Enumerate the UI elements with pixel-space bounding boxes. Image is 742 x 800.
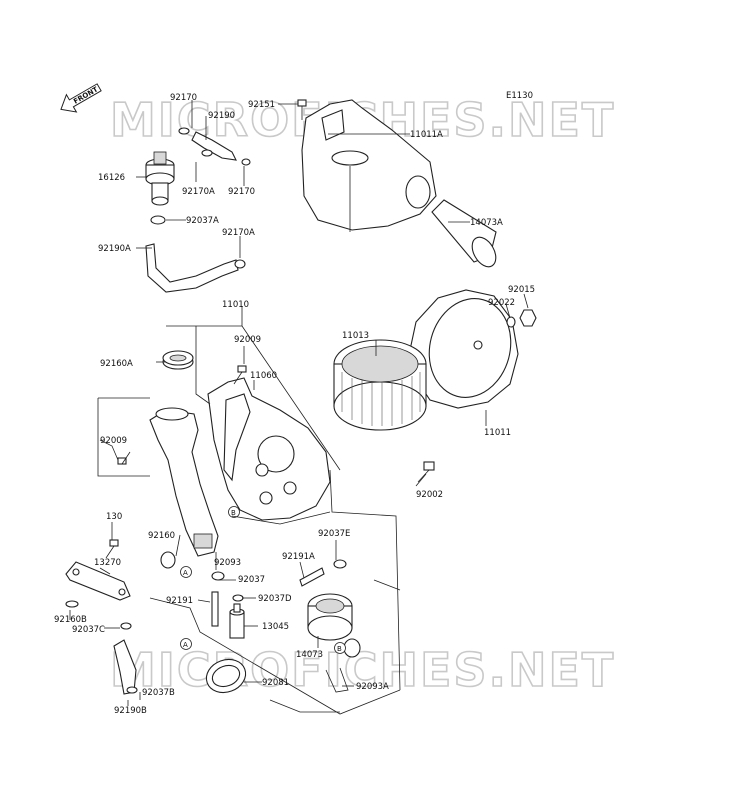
cover-11011 [409,289,519,409]
label-92037C: 92037C [72,625,105,635]
hose-92190A [145,243,246,293]
grommet-92160A [162,350,194,370]
bolt-92002 [417,461,435,483]
label-92093: 92093 [214,558,241,568]
bracket-13270 [65,561,131,601]
callout-a-2: A [180,638,192,650]
label-11011A: 11011A [410,130,443,140]
intake-tube-14073A [431,199,497,268]
seal-ring [343,638,361,658]
bolt-92151 [297,99,307,120]
label-14073A: 14073A [470,218,503,228]
svg-text:B: B [337,645,342,653]
label-14073: 14073 [296,650,323,660]
svg-text:B: B [231,509,236,517]
diagram-ref-code: E1130 [506,91,533,101]
label-92190A: 92190A [98,244,131,254]
label-92022: 92022 [488,298,515,308]
label-92191A: 92191A [282,552,315,562]
label-92093A: 92093A [356,682,389,692]
leader-lines [69,100,529,715]
clamp-92037 [211,571,225,581]
bolt-92009-upper [233,365,247,385]
tube-92191A [299,567,325,587]
clamp-92037E [333,559,347,569]
label-92037E: 92037E [318,529,350,539]
label-13045: 13045 [262,622,289,632]
label-13270: 13270 [94,558,121,568]
label-11010: 11010 [222,300,249,310]
callout-b-2: B [334,642,346,654]
label-92037B: 92037B [142,688,175,698]
breather-valve-16126 [145,151,175,206]
label-92015: 92015 [508,285,535,295]
svg-text:A: A [183,641,188,649]
grommet-92160 [160,551,176,569]
tube-92191 [211,591,219,627]
label-16126: 16126 [98,173,125,183]
callout-a-1: A [180,566,192,578]
breather-body [149,407,219,557]
label-92190B: 92190B [114,706,147,716]
label-92037A: 92037A [186,216,219,226]
bolt-130 [105,539,119,559]
bolt-92009-lower [117,451,131,465]
label-130: 130 [106,512,122,522]
label-92191: 92191 [166,596,193,606]
filter-element-11013 [333,339,427,431]
hose-92190 [191,131,237,161]
watermark-bottom: MICROFICHES.NET [110,643,615,697]
label-92170A-b: 92170A [222,228,255,238]
nut-92015 [519,309,537,327]
label-92081: 92081 [262,678,289,688]
washer-92022 [506,316,516,328]
label-11011: 11011 [484,428,511,438]
hose-92190B [113,622,138,695]
svg-text:A: A [183,569,188,577]
cover-11011A [301,99,437,232]
label-11013: 11013 [342,331,369,341]
clip-92093A [325,667,349,693]
oring-92081 [205,658,247,694]
front-label: FRONT [72,85,99,105]
tube-14073 [307,593,353,641]
drain-cap-13045 [229,603,245,639]
label-92190: 92190 [208,111,235,121]
callout-b-1: B [228,506,240,518]
front-arrow-icon: FRONT [60,83,102,113]
clamp-92170 [178,127,251,166]
label-92170A-a: 92170A [182,187,215,197]
label-92170-b: 92170 [228,187,255,197]
backing-plate-11060 [207,377,331,521]
clamp-92037A [150,215,166,225]
label-92160A: 92160A [100,359,133,369]
label-92160: 92160 [148,531,175,541]
label-92009-b: 92009 [100,436,127,446]
label-92151: 92151 [248,100,275,110]
label-92160B: 92160B [54,615,87,625]
label-92037: 92037 [238,575,265,585]
label-92170-a: 92170 [170,93,197,103]
label-11060: 11060 [250,371,277,381]
part-labels: 92170 92190 92151 11011A 16126 92170A 92… [54,93,535,716]
label-92002: 92002 [416,490,443,500]
label-92037D: 92037D [258,594,292,604]
clamp-92037D [232,594,244,602]
grommet-92160B [65,600,79,608]
label-92009-a: 92009 [234,335,261,345]
